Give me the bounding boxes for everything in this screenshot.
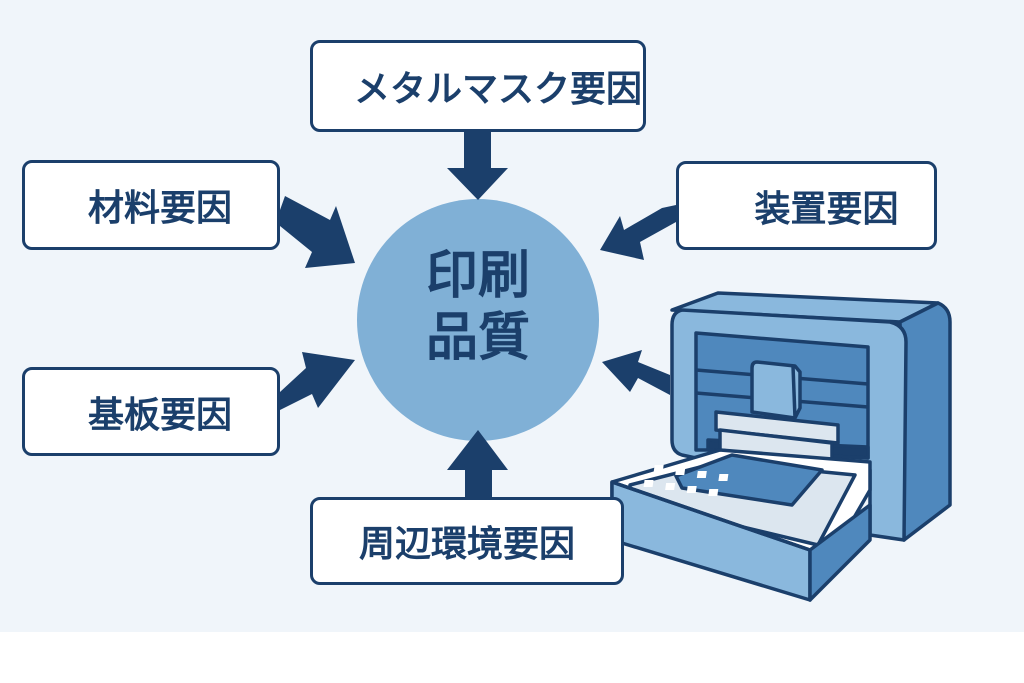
arrow-metal-mask (447, 130, 508, 200)
arrow-machine (602, 350, 670, 395)
arrow-material (280, 196, 355, 268)
printing-machine-illustration (610, 291, 952, 602)
print-quality-label: 印刷 品質 (378, 245, 578, 369)
factor-label-substrate: 基板要因 (87, 394, 232, 436)
arrow-device (600, 205, 676, 260)
arrow-substrate (280, 352, 355, 410)
factor-box-device: 装置要因 (676, 161, 937, 250)
factor-label-environment: 周辺環境要因 (358, 524, 575, 565)
center-label-line1: 印刷 (425, 246, 530, 306)
factor-box-substrate: 基板要因 (22, 367, 280, 456)
center-label-line2: 品質 (425, 308, 530, 368)
print-quality-circle (357, 199, 599, 441)
board-pads (643, 465, 729, 496)
arrow-environment (447, 430, 508, 500)
factor-label-device: 装置要因 (754, 188, 899, 230)
factor-label-metal-mask: メタルマスク要因 (353, 69, 642, 110)
factor-box-material: 材料要因 (22, 160, 280, 250)
factor-box-environment: 周辺環境要因 (310, 497, 624, 585)
factor-label-material: 材料要因 (87, 188, 232, 229)
factor-box-metal-mask: メタルマスク要因 (310, 40, 646, 132)
